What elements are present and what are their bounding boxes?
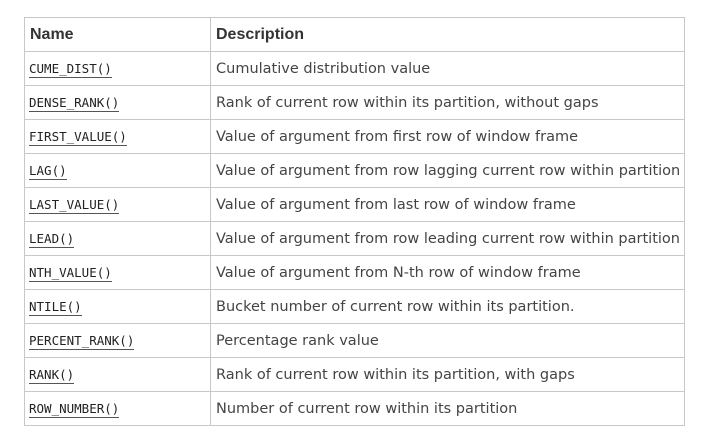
description-column-header: Description xyxy=(210,17,685,52)
window-functions-table: Name Description CUME_DIST() Cumulative … xyxy=(24,17,685,426)
function-name-cell: LAST_VALUE() xyxy=(24,187,211,222)
function-link[interactable]: ROW_NUMBER() xyxy=(29,400,120,418)
function-name-cell: CUME_DIST() xyxy=(24,51,211,86)
function-name-cell: LEAD() xyxy=(24,221,211,256)
function-link[interactable]: NTILE() xyxy=(29,298,82,316)
table-row: FIRST_VALUE() Value of argument from fir… xyxy=(24,119,685,154)
function-description-cell: Rank of current row within its partition… xyxy=(210,85,685,120)
function-description-cell: Rank of current row within its partition… xyxy=(210,357,685,392)
function-name-cell: RANK() xyxy=(24,357,211,392)
function-link[interactable]: FIRST_VALUE() xyxy=(29,128,127,146)
table-row: RANK() Rank of current row within its pa… xyxy=(24,357,685,392)
table-header: Name Description xyxy=(24,17,685,52)
function-link[interactable]: RANK() xyxy=(29,366,75,384)
functions-table-container: Name Description CUME_DIST() Cumulative … xyxy=(24,17,685,426)
function-description-cell: Number of current row within its partiti… xyxy=(210,391,685,426)
function-name-cell: ROW_NUMBER() xyxy=(24,391,211,426)
function-description-cell: Percentage rank value xyxy=(210,323,685,358)
table-row: LAG() Value of argument from row lagging… xyxy=(24,153,685,188)
function-name-cell: NTILE() xyxy=(24,289,211,324)
table-row: NTH_VALUE() Value of argument from N-th … xyxy=(24,255,685,290)
function-name-cell: LAG() xyxy=(24,153,211,188)
table-row: LEAD() Value of argument from row leadin… xyxy=(24,221,685,256)
function-description-cell: Value of argument from N-th row of windo… xyxy=(210,255,685,290)
function-description-cell: Value of argument from row leading curre… xyxy=(210,221,685,256)
table-row: DENSE_RANK() Rank of current row within … xyxy=(24,85,685,120)
function-name-cell: FIRST_VALUE() xyxy=(24,119,211,154)
function-link[interactable]: LAG() xyxy=(29,162,67,180)
table-row: CUME_DIST() Cumulative distribution valu… xyxy=(24,51,685,86)
function-link[interactable]: DENSE_RANK() xyxy=(29,94,120,112)
function-link[interactable]: CUME_DIST() xyxy=(29,60,112,78)
table-row: PERCENT_RANK() Percentage rank value xyxy=(24,323,685,358)
name-column-header: Name xyxy=(24,17,211,52)
function-name-cell: DENSE_RANK() xyxy=(24,85,211,120)
table-row: NTILE() Bucket number of current row wit… xyxy=(24,289,685,324)
function-name-cell: PERCENT_RANK() xyxy=(24,323,211,358)
function-link[interactable]: LEAD() xyxy=(29,230,75,248)
function-description-cell: Bucket number of current row within its … xyxy=(210,289,685,324)
header-row: Name Description xyxy=(24,17,685,52)
function-description-cell: Cumulative distribution value xyxy=(210,51,685,86)
function-link[interactable]: LAST_VALUE() xyxy=(29,196,120,214)
table-row: LAST_VALUE() Value of argument from last… xyxy=(24,187,685,222)
function-description-cell: Value of argument from first row of wind… xyxy=(210,119,685,154)
function-link[interactable]: PERCENT_RANK() xyxy=(29,332,135,350)
function-description-cell: Value of argument from last row of windo… xyxy=(210,187,685,222)
function-link[interactable]: NTH_VALUE() xyxy=(29,264,112,282)
function-description-cell: Value of argument from row lagging curre… xyxy=(210,153,685,188)
table-row: ROW_NUMBER() Number of current row withi… xyxy=(24,391,685,426)
function-name-cell: NTH_VALUE() xyxy=(24,255,211,290)
table-body: CUME_DIST() Cumulative distribution valu… xyxy=(24,51,685,426)
